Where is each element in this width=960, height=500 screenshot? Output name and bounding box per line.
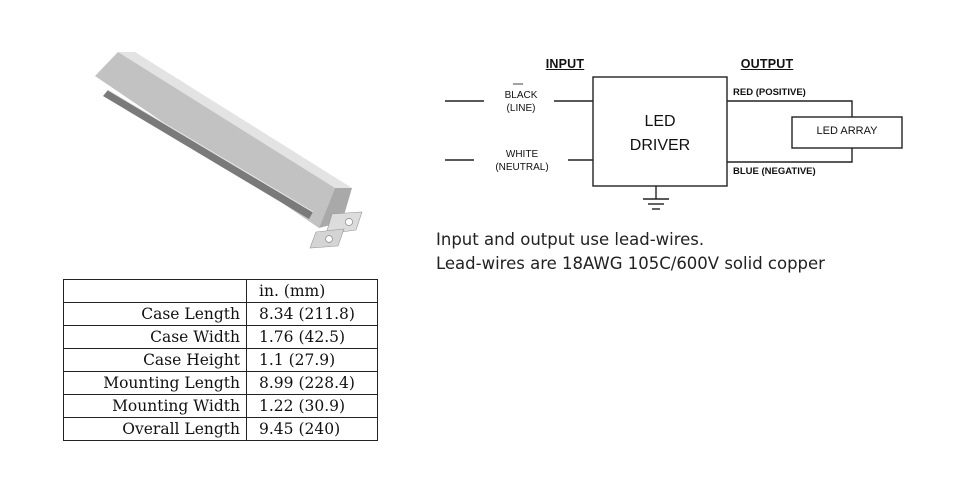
table-row: Overall Length 9.45 (240) [63,417,378,441]
table-row: Case Width 1.76 (42.5) [63,325,378,349]
dimension-label: Mounting Width [63,394,247,418]
dimension-label: Overall Length [63,417,247,441]
dimensions-table: in. (mm) Case Length 8.34 (211.8) Case W… [63,279,378,441]
lead-wire-note-line-2: Lead-wires are 18AWG 105C/600V solid cop… [436,254,825,273]
dimensions-header-row: in. (mm) [63,279,378,303]
table-row: Case Length 8.34 (211.8) [63,302,378,326]
dimension-value: 1.76 (42.5) [246,325,378,349]
case-top-face [118,52,352,188]
dimension-value: 1.22 (30.9) [246,394,378,418]
dimension-label: Case Width [63,325,247,349]
negative-wire [727,148,853,163]
dimension-value: 8.99 (228.4) [246,371,378,395]
dimensions-unit-header: in. (mm) [246,279,378,303]
line-wire-role: (LINE) [506,103,536,114]
neutral-wire-label: WHITE (NEUTRAL) [482,148,562,174]
case-front-face [95,52,335,228]
input-heading: INPUT [545,57,585,71]
table-row: Case Height 1.1 (27.9) [63,348,378,372]
positive-wire-label: RED (POSITIVE) [733,87,806,98]
led-driver-case-illustration [95,52,363,249]
mounting-hole-right [345,218,353,226]
dimension-label: Case Length [63,302,247,326]
led-driver-box [592,76,728,187]
driver-label-line-2: DRIVER [629,137,691,154]
table-row: Mounting Width 1.22 (30.9) [63,394,378,418]
driver-label-line-1: LED [644,113,676,130]
dimension-value: 1.1 (27.9) [246,348,378,372]
output-heading: OUTPUT [740,57,794,71]
lead-wire-note: Input and output use lead-wires. Lead-wi… [436,228,825,276]
led-array-label: LED ARRAY [816,125,878,137]
dimension-label: Mounting Length [63,371,247,395]
neutral-wire-color: WHITE [505,149,539,160]
line-wire-label: BLACK (LINE) [486,89,556,115]
table-row: Mounting Length 8.99 (228.4) [63,371,378,395]
mounting-hole-bottom [325,235,333,243]
neutral-wire-role: (NEUTRAL) [495,162,549,173]
dimensions-header-blank [63,279,247,303]
lead-wire-note-line-1: Input and output use lead-wires. [436,230,705,249]
mounting-tab-right [325,211,363,235]
dimension-value: 8.34 (211.8) [246,302,378,326]
driver-label: LED DRIVER [593,110,727,158]
negative-wire-label: BLUE (NEGATIVE) [733,166,816,177]
led-array-box [791,116,903,149]
case-end-face [319,188,352,228]
dimension-value: 9.45 (240) [246,417,378,441]
positive-wire [727,100,853,117]
wiring-diagram [445,76,903,210]
line-wire-color: BLACK [504,90,538,101]
case-vent-slot [103,90,313,219]
dimension-label: Case Height [63,348,247,372]
